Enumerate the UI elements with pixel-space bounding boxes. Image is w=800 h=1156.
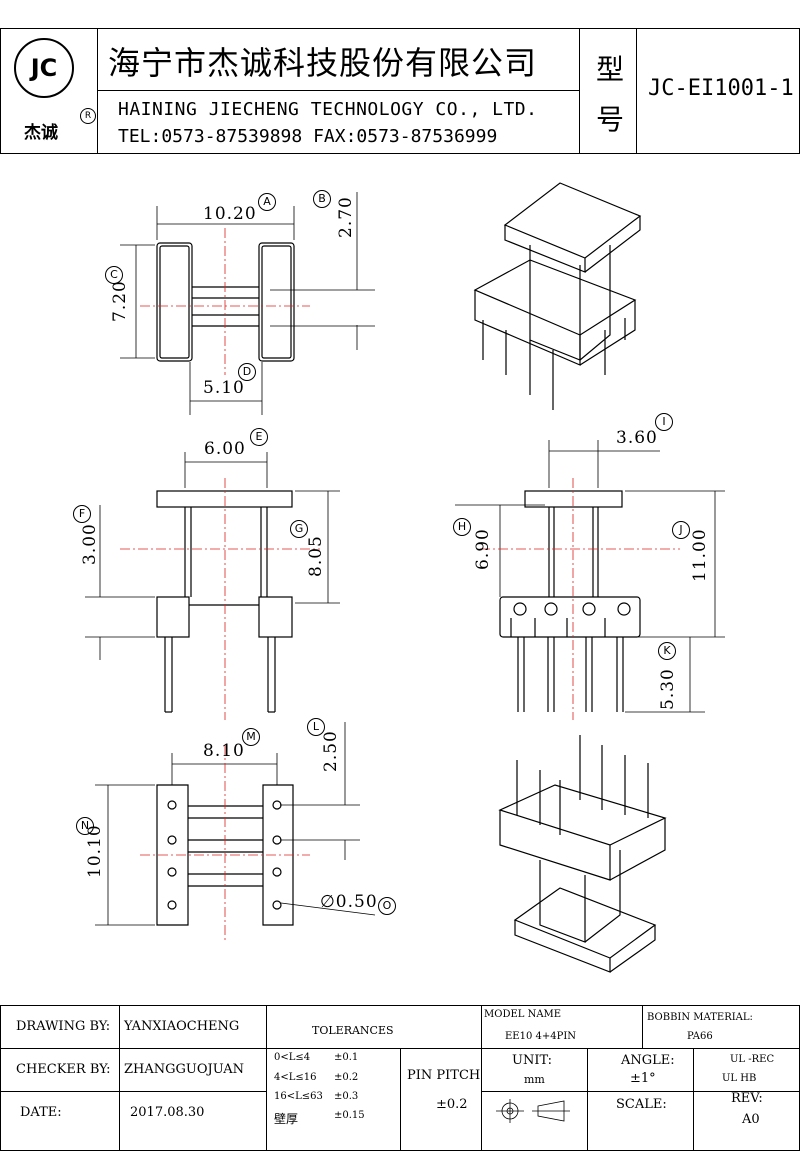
tol-range: 4<L≤16 bbox=[274, 1072, 317, 1083]
bobbin-material-label: BOBBIN MATERIAL: bbox=[647, 1012, 753, 1023]
title-block-divider bbox=[0, 1091, 266, 1092]
dim-C-mark: C bbox=[105, 266, 123, 284]
header-divider bbox=[97, 90, 579, 91]
dim-L-mark: L bbox=[307, 718, 325, 736]
model-number: JC-EI1001-1 bbox=[648, 76, 794, 101]
side-view bbox=[455, 440, 725, 713]
pin-pitch-label: PIN PITCH bbox=[407, 1068, 481, 1083]
title-block-divider bbox=[693, 1048, 694, 1151]
ul-hb: UL HB bbox=[722, 1073, 757, 1084]
tol-value: ±0.3 bbox=[334, 1091, 359, 1102]
dim-H-mark: H bbox=[453, 518, 471, 536]
tol-value: ±0.1 bbox=[334, 1052, 359, 1063]
dim-F-mark: F bbox=[73, 505, 91, 523]
company-contact: TEL:0573-87539898 FAX:0573-87536999 bbox=[118, 126, 498, 147]
dim-G-mark: G bbox=[290, 520, 308, 538]
dim-F-value: 3.00 bbox=[80, 523, 100, 565]
title-block-divider bbox=[119, 1005, 120, 1151]
scale-label: SCALE: bbox=[616, 1097, 667, 1112]
company-logo: JC bbox=[14, 38, 74, 98]
checker-by-value: ZHANGGUOJUAN bbox=[124, 1062, 245, 1077]
dim-E-value: 6.00 bbox=[204, 439, 246, 459]
tol-range: 16<L≤63 bbox=[274, 1091, 323, 1102]
model-name-label: MODEL NAME bbox=[484, 1009, 562, 1020]
dim-J-mark: J bbox=[672, 521, 690, 539]
tol-range: 壁厚 bbox=[274, 1112, 299, 1126]
dim-A-mark: A bbox=[258, 193, 276, 211]
logo-text: JC bbox=[30, 54, 58, 82]
dim-L-value: 2.50 bbox=[321, 730, 341, 772]
title-block-divider bbox=[481, 1005, 482, 1151]
dim-O-value: ∅0.50 bbox=[320, 892, 378, 912]
projection-symbol-icon bbox=[496, 1099, 570, 1123]
dim-D-value: 5.10 bbox=[203, 378, 245, 398]
dim-G-value: 8.05 bbox=[306, 535, 326, 577]
model-name-value: EE10 4+4PIN bbox=[505, 1031, 577, 1042]
drawing-by-label: DRAWING BY: bbox=[16, 1019, 111, 1034]
date-value: 2017.08.30 bbox=[130, 1105, 205, 1120]
title-block-divider bbox=[481, 1091, 800, 1092]
tol-value: ±0.15 bbox=[334, 1110, 365, 1121]
dim-I-mark: I bbox=[655, 413, 673, 431]
bobbin-material-value: PA66 bbox=[687, 1031, 713, 1042]
title-block-divider bbox=[400, 1048, 401, 1151]
logo-cn-text: 杰诚 bbox=[24, 123, 58, 143]
dim-K-value: 5.30 bbox=[658, 668, 678, 710]
bottom-view bbox=[95, 722, 376, 926]
dim-D-mark: D bbox=[238, 363, 256, 381]
dim-O-mark: O bbox=[378, 897, 396, 915]
title-block-divider bbox=[266, 1005, 267, 1151]
registered-icon: R bbox=[80, 108, 96, 124]
dim-M-mark: M bbox=[242, 728, 260, 746]
type-label: 号 bbox=[596, 103, 625, 136]
top-view bbox=[120, 192, 375, 415]
rev-label: REV: bbox=[731, 1091, 763, 1106]
dim-N-mark: N bbox=[76, 817, 94, 835]
ul-rec: UL -REC bbox=[730, 1054, 775, 1065]
dim-E-mark: E bbox=[250, 428, 268, 446]
tol-value: ±0.2 bbox=[334, 1072, 359, 1083]
company-name-en: HAINING JIECHENG TECHNOLOGY CO., LTD. bbox=[118, 99, 538, 120]
isometric-view-top bbox=[473, 182, 642, 410]
dim-C-value: 7.20 bbox=[110, 280, 130, 322]
angle-label: ANGLE: bbox=[621, 1053, 675, 1068]
front-view bbox=[85, 452, 340, 713]
rev-value: A0 bbox=[742, 1112, 760, 1127]
drawing-by-value: YANXIAOCHENG bbox=[124, 1019, 240, 1034]
type-label: 型 bbox=[596, 53, 625, 86]
dim-M-value: 8.10 bbox=[203, 741, 245, 761]
tol-range: 0<L≤4 bbox=[274, 1052, 311, 1063]
title-block-divider bbox=[587, 1048, 588, 1151]
dim-K-mark: K bbox=[658, 642, 676, 660]
isometric-view-bottom bbox=[498, 735, 667, 973]
dim-H-value: 6.90 bbox=[473, 528, 493, 570]
dim-J-value: 11.00 bbox=[690, 528, 710, 582]
dim-I-value: 3.60 bbox=[616, 428, 658, 448]
angle-value: ±1° bbox=[630, 1071, 656, 1086]
company-name-cn: 海宁市杰诚科技股份有限公司 bbox=[108, 44, 538, 82]
checker-by-label: CHECKER BY: bbox=[16, 1062, 111, 1077]
header-divider bbox=[579, 28, 580, 154]
pin-pitch-value: ±0.2 bbox=[436, 1097, 468, 1112]
date-label: DATE: bbox=[20, 1105, 62, 1120]
tolerances-label: TOLERANCES bbox=[312, 1024, 394, 1037]
header-divider bbox=[97, 28, 98, 154]
dim-B-mark: B bbox=[313, 190, 331, 208]
unit-value: mm bbox=[524, 1073, 545, 1086]
center-lines bbox=[120, 228, 680, 940]
header-divider bbox=[636, 28, 637, 154]
dim-A-value: 10.20 bbox=[203, 204, 257, 224]
title-block-divider bbox=[642, 1005, 643, 1048]
technical-drawing bbox=[85, 182, 725, 973]
unit-label: UNIT: bbox=[512, 1053, 553, 1068]
dim-B-value: 2.70 bbox=[336, 196, 356, 238]
